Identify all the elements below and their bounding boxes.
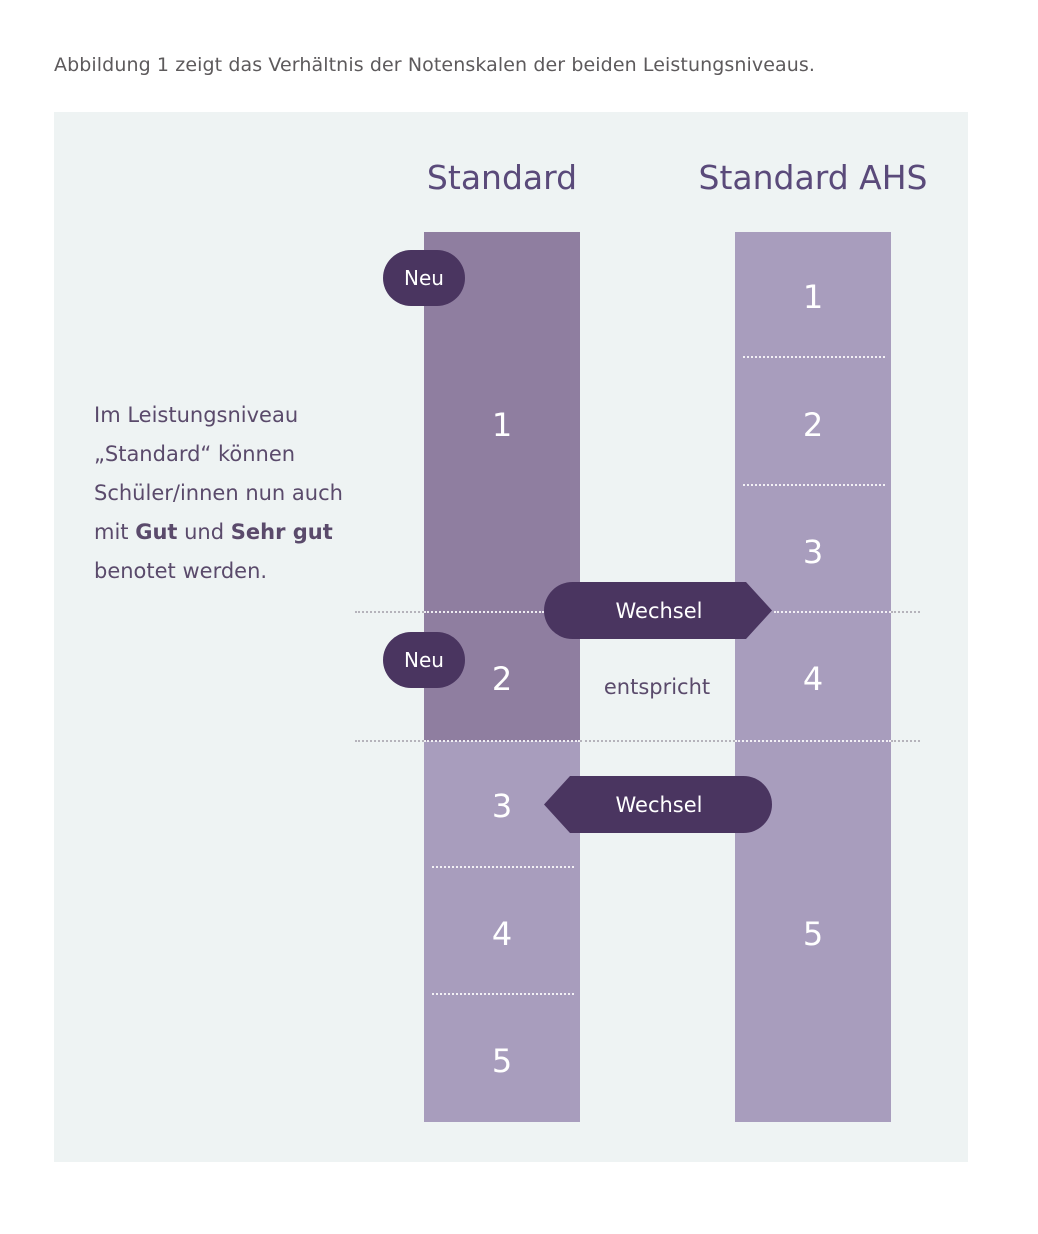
boundary-line-lower-left — [355, 740, 424, 742]
explanation-text-mit: mit — [94, 520, 136, 544]
standard-grade-2: 2 — [491, 660, 513, 698]
equivalence-label: entspricht — [603, 675, 711, 699]
standard-grade-4: 4 — [491, 915, 513, 953]
explanation-line-1: Im Leistungsniveau — [94, 403, 299, 427]
explanation-line-5: benotet werden. — [94, 559, 268, 583]
ahs-grade-1: 1 — [802, 278, 824, 316]
boundary-line-upper-ahs — [774, 611, 891, 613]
explanation-text-und: und — [177, 520, 231, 544]
grade-gut: Gut — [135, 520, 178, 544]
boundary-line-upper-left — [355, 611, 424, 613]
standard-separator-4-5 — [432, 993, 574, 995]
new-badge-grade-1-label: Neu — [404, 266, 444, 290]
explanation-text: Im Leistungsniveau „Standard“ können Sch… — [94, 396, 343, 591]
boundary-line-lower-ahs — [735, 740, 891, 742]
switch-arrow-left-label: Wechsel — [615, 793, 703, 817]
ahs-grade-4: 4 — [802, 660, 824, 698]
explanation-line-4: mit Gut und Sehr gut — [94, 513, 343, 552]
new-badge-grade-2-label: Neu — [404, 648, 444, 672]
explanation-line-3: Schüler/innen nun auch — [94, 481, 343, 505]
standard-separator-3-4 — [432, 866, 574, 868]
ahs-separator-1-2 — [743, 356, 885, 358]
boundary-line-lower-middle — [580, 740, 735, 742]
boundary-line-lower-standard — [424, 740, 580, 742]
standard-grade-5: 5 — [491, 1042, 513, 1080]
standard-grade-3: 3 — [491, 787, 513, 825]
boundary-line-upper-standard — [424, 611, 544, 613]
switch-arrow-right — [544, 582, 772, 639]
ahs-grade-5: 5 — [802, 915, 824, 953]
figure-caption: Abbildung 1 zeigt das Verhältnis der Not… — [54, 54, 816, 76]
standard-grade-1: 1 — [491, 406, 513, 444]
ahs-separator-2-3 — [743, 484, 885, 486]
switch-arrow-left — [544, 776, 772, 833]
standard-ahs-bar — [735, 232, 891, 1122]
boundary-line-lower-right — [891, 740, 920, 742]
standard-column-title: Standard — [426, 158, 578, 197]
switch-arrow-right-label: Wechsel — [615, 599, 703, 623]
new-badge-grade-2: Neu — [383, 632, 465, 688]
boundary-line-upper-right — [891, 611, 920, 613]
ahs-grade-3: 3 — [802, 533, 824, 571]
explanation-line-2: „Standard“ können — [94, 442, 296, 466]
ahs-grade-2: 2 — [802, 406, 824, 444]
grade-sehr-gut: Sehr gut — [230, 520, 333, 544]
standard-ahs-column-title: Standard AHS — [698, 158, 928, 197]
new-badge-grade-1: Neu — [383, 250, 465, 306]
